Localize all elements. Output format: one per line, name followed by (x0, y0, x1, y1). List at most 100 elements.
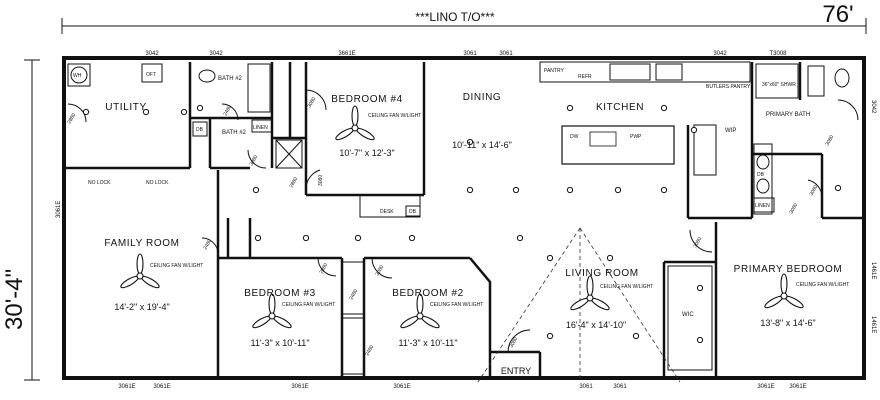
window-label: 3042 (713, 51, 727, 57)
pantry-label: PANTRY (544, 68, 564, 74)
no-lock-note: NO LOCK (146, 180, 169, 186)
shower-label: 36"x60" SHWR (762, 82, 796, 88)
refrigerator-label: REFR (578, 74, 592, 80)
window-label: 3061E (789, 384, 806, 390)
window-label: 3061E (153, 384, 170, 390)
linen-label: LINEN (253, 125, 268, 131)
primary-bedroom-size: 13'-8" x 14'-6" (760, 318, 815, 328)
butlers-pantry-label: BUTLERS PANTRY (706, 84, 751, 90)
ceiling-fan-icon (252, 293, 292, 329)
ceiling-fan-icon (764, 273, 804, 309)
family-room-label: FAMILY ROOM (104, 238, 179, 249)
bedroom3-size: 11'-3" x 10'-11" (250, 338, 309, 348)
window-label: 3061E (757, 384, 774, 390)
exterior-wall (62, 56, 866, 380)
kitchen-island: DW PWP (561, 125, 675, 165)
family-room-size: 14'-2" x 19'-4" (114, 302, 169, 312)
wip-label: WIP (725, 128, 736, 134)
fan-caption: CEILING FAN W/LIGHT (796, 282, 849, 288)
door-label: 3080 (249, 154, 260, 167)
window-label: 3061E (56, 201, 62, 218)
overall-width: 76' (822, 1, 853, 28)
primary-bath-label: PRIMARY BATH (766, 112, 810, 118)
room-labels: UTILITY BATH #2 BATH #2 BEDROOM #4 10'-7… (104, 76, 843, 376)
water-heater-label: WH (73, 73, 82, 79)
door-label: 3080 (375, 264, 386, 277)
window-label: 3661E (338, 51, 355, 57)
kitchen-label: KITCHEN (596, 102, 644, 113)
interior-walls (64, 62, 862, 376)
door-label: 2480 (203, 238, 214, 251)
window-label: 1461E (870, 316, 876, 333)
door-label: 3080 (318, 175, 324, 186)
bed4-db-label: DB (409, 209, 417, 215)
dining-size: 10'-11" x 14'-6" (452, 140, 512, 150)
bedroom2-size: 11'-3" x 10'-11" (398, 338, 457, 348)
door-label: 2480 (349, 288, 360, 301)
width-dimension: ***LINO T/O*** 76' (61, 1, 867, 34)
ceiling-fan-icon (570, 275, 610, 311)
kitchen-counters (539, 61, 751, 83)
window-label: 3042 (209, 51, 223, 57)
fan-caption: CEILING FAN W/LIGHT (430, 302, 483, 308)
window-label: 1461E (870, 262, 876, 279)
utility-label: UTILITY (105, 102, 146, 113)
no-lock-note: NO LOCK (88, 180, 111, 186)
primary-bedroom-label: PRIMARY BEDROOM (734, 264, 843, 275)
primary-db-label: DB (757, 172, 765, 178)
door-label: 2880 (67, 112, 78, 125)
door-label: 2880 (289, 176, 300, 189)
door-label: 2480 (223, 104, 234, 117)
fan-caption: CEILING FAN W/LIGHT (600, 284, 653, 290)
door-label: 3080 (307, 96, 318, 109)
door-label: 2480 (365, 344, 376, 357)
utility-oft-label: OFT (146, 72, 156, 78)
bedroom3-label: BEDROOM #3 (244, 288, 316, 299)
door-label: 3080 (825, 134, 836, 147)
door-swings (67, 89, 859, 353)
plan-title: ***LINO T/O*** (415, 10, 494, 24)
living-room-size: 16'-4" x 14'-10" (566, 320, 626, 330)
window-label: 3061 (499, 51, 513, 57)
window-label: 3061 (579, 384, 593, 390)
door-label: 3080 (789, 202, 800, 215)
closets (275, 124, 717, 375)
bedroom4-size: 10'-7" x 12'-3" (339, 148, 394, 158)
entry-label: ENTRY (501, 366, 531, 376)
bath2-label: BATH #2 (222, 130, 247, 136)
window-label: 3061E (118, 384, 135, 390)
ceiling-fans (120, 105, 804, 329)
window-label: 3042 (870, 100, 876, 114)
bedroom4-label: BEDROOM #4 (331, 94, 403, 105)
desk-label: DESK (380, 209, 394, 215)
light-fixtures (82, 104, 842, 344)
fixtures: WH OFT LINEN DB DB DESK WIP WIC PANTRY R… (67, 63, 850, 318)
wic-label: WIC (682, 312, 694, 318)
ceiling-fan-icon (400, 293, 440, 329)
dining-label: DINING (463, 92, 502, 103)
window-label: 3061E (291, 384, 308, 390)
window-label: 3061 (463, 51, 477, 57)
overall-depth: 30'-4" (1, 269, 28, 330)
no-lock-notes: NO LOCK NO LOCK (88, 180, 169, 186)
depth-dimension: 30'-4" (1, 59, 40, 381)
ceiling-fan-icon (335, 105, 375, 141)
door-label: 2880 (319, 262, 330, 275)
window-label: 3061 (613, 384, 627, 390)
door-label: 3080 (693, 236, 704, 249)
pwp-label: PWP (630, 134, 642, 140)
fan-caption: CEILING FAN W/LIGHT (368, 113, 421, 119)
fan-caption: CEILING FAN W/LIGHT (150, 263, 203, 269)
window-label: 3042 (145, 51, 159, 57)
dishwasher-label: DW (570, 134, 579, 140)
window-label: 3061E (393, 384, 410, 390)
ceiling-fan-captions: CEILING FAN W/LIGHT CEILING FAN W/LIGHT … (150, 113, 849, 308)
bedroom2-label: BEDROOM #2 (392, 288, 464, 299)
living-room-label: LIVING ROOM (565, 268, 638, 279)
bath-db-label: DB (196, 127, 204, 133)
bath2-top-label: BATH #2 (218, 76, 243, 82)
door-label: 3080 (509, 336, 520, 349)
fan-caption: CEILING FAN W/LIGHT (282, 302, 335, 308)
